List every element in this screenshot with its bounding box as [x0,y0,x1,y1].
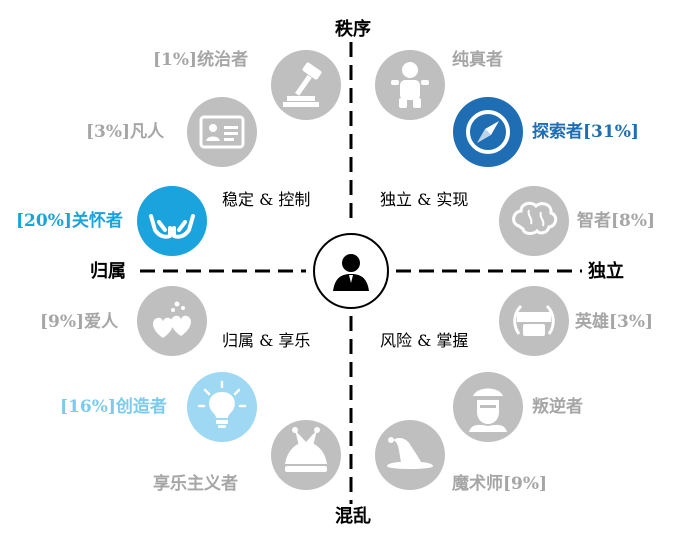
jester-circle [271,420,341,490]
creator-label: [16%]创造者 [60,397,167,417]
sage-label: 智者[8%] [577,211,656,231]
hero-circle [499,286,569,356]
explorer-circle [453,97,523,167]
caring-hands-icon [149,214,195,239]
quadrant-top-right-label: 独立 & 实现 [380,190,469,209]
lover-label: [9%]爱人 [40,312,119,332]
outlaw-label: 叛逆者 [532,397,583,417]
ruler-label: [1%]统治者 [153,50,249,70]
quadrant-bottom-left-label: 归属 & 享乐 [222,331,311,350]
jester-label: 享乐主义者 [153,474,238,494]
gavel-icon [283,62,322,107]
lightbulb-icon [197,380,247,428]
outlaw-circle [453,372,523,442]
brain-icon [512,201,558,235]
innocent-label: 纯真者 [452,50,503,70]
id-card-icon [199,115,245,149]
person-icon [333,254,369,291]
creator-circle [187,372,257,442]
quadrant-bottom-right-label: 风险 & 掌握 [380,331,469,350]
axis-left-label: 归属 [90,261,126,282]
hero-label: 英雄[3%] [575,312,654,332]
laurel-badge-icon [513,304,555,336]
everyman-circle [187,97,257,167]
caregiver-label: [20%]关怀者 [16,211,123,231]
baby-icon [391,62,429,108]
center-person-circle [313,233,389,309]
axis-bottom-label: 混乱 [335,506,371,527]
jester-hat-icon [285,427,327,472]
ruler-circle [271,50,341,120]
magician-label: 魔术师[9%] [452,474,548,494]
wizard-hat-icon [387,437,433,469]
innocent-circle [375,50,445,120]
explorer-label: 探索者[31%] [532,122,639,142]
everyman-label: [3%]凡人 [86,122,165,142]
hearts-icon [153,301,191,338]
sage-circle [499,186,569,256]
quadrant-top-left-label: 稳定 & 控制 [222,190,311,209]
axis-top-label: 秩序 [335,19,371,40]
magician-circle [375,420,445,490]
compass-icon [466,110,510,154]
rebel-face-icon [469,388,507,432]
axis-right-label: 独立 [588,261,624,282]
lover-circle [137,286,207,356]
caregiver-circle [137,186,207,256]
